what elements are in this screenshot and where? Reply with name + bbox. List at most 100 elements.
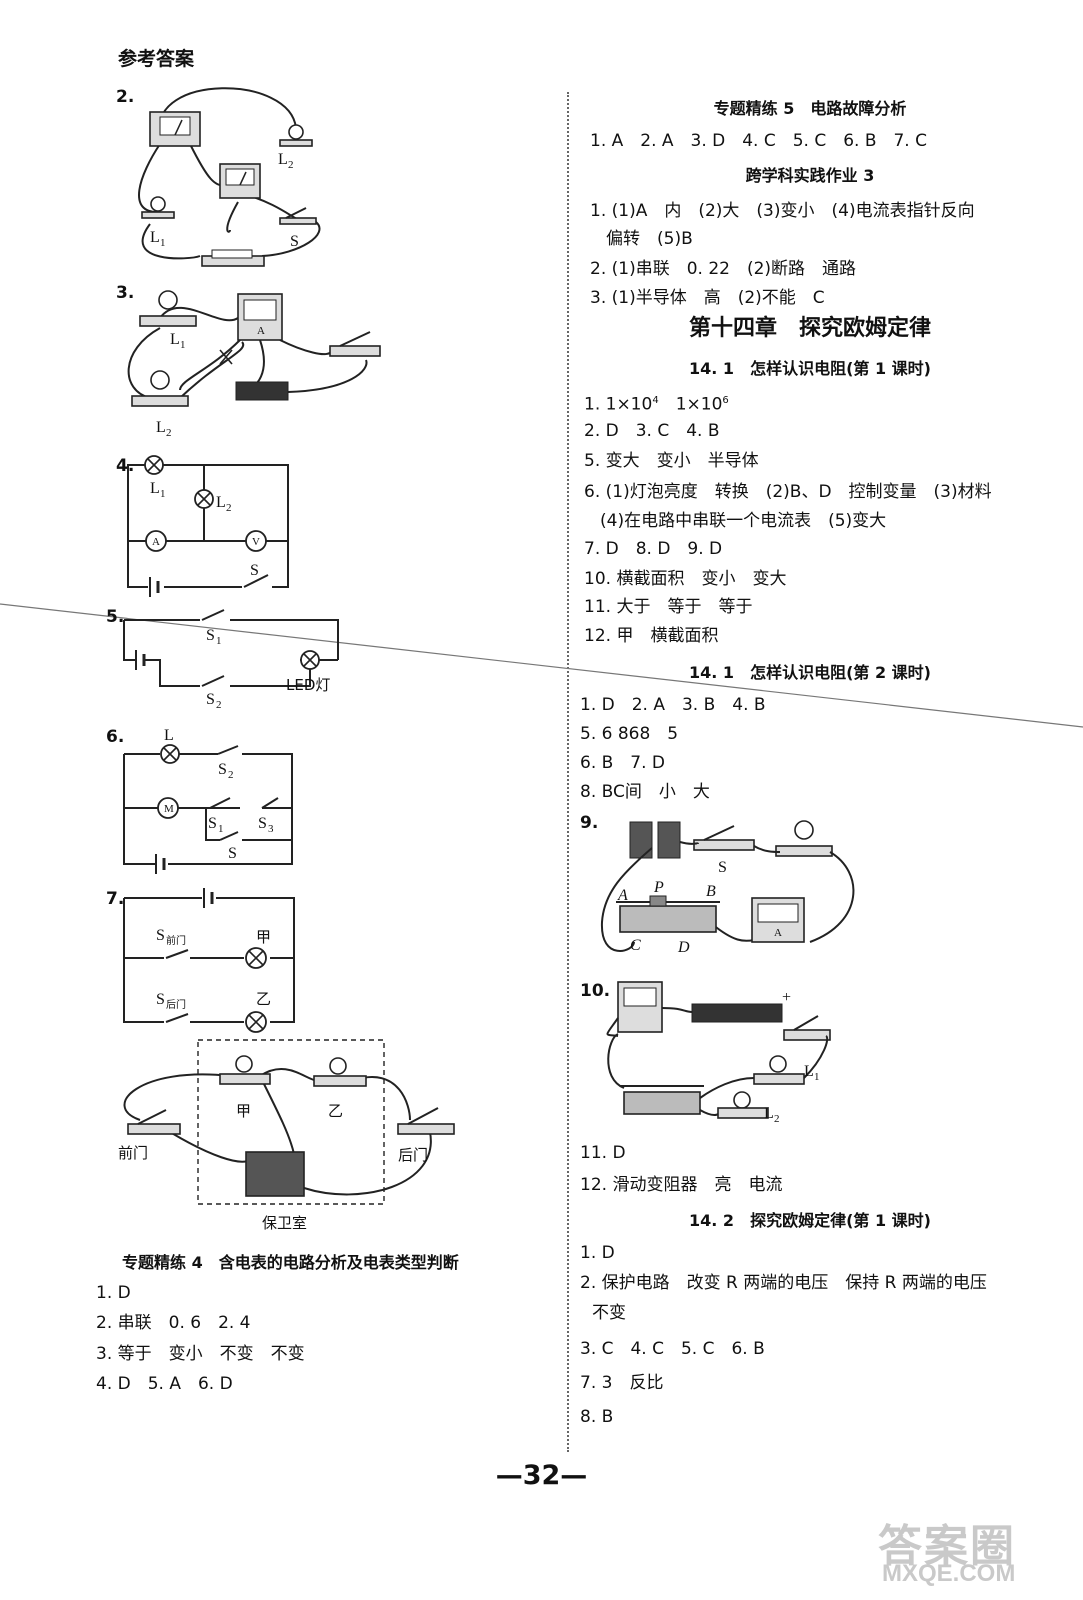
question-number: 3. (116, 283, 135, 303)
answer-line: 7. D 8. D 9. D (584, 539, 723, 559)
svg-text:A: A (617, 887, 628, 904)
answer-line: 偏转 (5)B (606, 229, 693, 249)
answer-line: 10. 横截面积 变小 变大 (584, 569, 787, 589)
svg-text:D: D (677, 939, 690, 956)
section-title: 专题精练 4 含电表的电路分析及电表类型判断 (122, 1253, 459, 1272)
svg-text:2: 2 (774, 1113, 780, 1125)
answer-line: 3. (1)半导体 高 (2)不能 C (590, 288, 825, 308)
answer-line: 6. B 7. D (580, 753, 665, 773)
svg-text:甲: 甲 (236, 1102, 251, 1120)
svg-text:L: L (164, 727, 174, 744)
svg-text:+: + (782, 989, 791, 1006)
answer-line: 1. (1)A 内 (2)大 (3)变小 (4)电流表指针反向 (590, 201, 975, 221)
svg-text:后门: 后门 (398, 1146, 428, 1164)
svg-text:2: 2 (216, 699, 222, 711)
svg-text:S: S (156, 927, 165, 944)
svg-text:L: L (150, 480, 160, 497)
svg-text:S: S (206, 691, 215, 708)
svg-text:2: 2 (228, 769, 234, 781)
answer-line: 2. 保护电路 改变 R 两端的电压 保持 R 两端的电压 (580, 1273, 987, 1293)
answer-line: 5. 6 868 5 (580, 724, 679, 744)
svg-text:甲: 甲 (256, 928, 271, 946)
svg-text:前门: 前门 (118, 1144, 148, 1162)
answer-line: 1. A 2. A 3. D 4. C 5. C 6. B 7. C (590, 131, 927, 151)
chapter-title: 第十四章 探究欧姆定律 (688, 316, 931, 341)
svg-text:1: 1 (180, 339, 186, 351)
answer-line: (4)在电路中串联一个电流表 (5)变大 (600, 511, 887, 531)
svg-text:L: L (150, 229, 160, 246)
svg-text:L: L (278, 151, 288, 168)
answer-line: 1. D (580, 1243, 615, 1263)
svg-text:2: 2 (288, 159, 294, 171)
answer-line: 8. BC间 小 大 (580, 782, 710, 802)
question-number: 2. (116, 87, 135, 107)
lesson-title: 14. 1 怎样认识电阻(第 2 课时) (689, 663, 931, 682)
answer-line: 1. 1×104 1×106 (584, 394, 729, 415)
question-number: 7. (106, 889, 125, 909)
svg-text:乙: 乙 (256, 990, 271, 1008)
svg-text:V: V (252, 536, 260, 548)
answer-line: 5. 变大 变小 半导体 (584, 451, 759, 471)
svg-text:A: A (257, 325, 265, 337)
question-number: 6. (106, 727, 125, 747)
svg-text:S: S (290, 233, 299, 250)
answer-line: 12. 甲 横截面积 (584, 626, 719, 646)
answer-line: 1. D 2. A 3. B 4. B (580, 695, 766, 715)
circuit-diagram-q7-wiring: 甲 乙 前门 后门 保卫室 (118, 1039, 455, 1232)
answer-line: 1. D (96, 1283, 131, 1303)
column-divider (567, 92, 569, 1452)
svg-text:1: 1 (160, 488, 166, 500)
svg-text:S: S (218, 761, 227, 778)
svg-text:S: S (156, 991, 165, 1008)
answer-line: 9. (580, 813, 599, 833)
answer-line: 12. 滑动变阻器 亮 电流 (580, 1175, 783, 1195)
svg-text:L: L (764, 1105, 774, 1122)
svg-text:S: S (718, 859, 727, 876)
svg-text:1: 1 (814, 1071, 820, 1083)
svg-text:M: M (164, 803, 174, 815)
answer-line: 11. D (580, 1143, 626, 1163)
page-number: —32— (495, 1460, 588, 1491)
lesson-title: 14. 2 探究欧姆定律(第 1 课时) (689, 1211, 931, 1230)
svg-text:1: 1 (160, 237, 166, 249)
svg-text:S: S (208, 815, 217, 832)
svg-text:前门: 前门 (166, 934, 186, 947)
svg-text:2: 2 (166, 427, 172, 439)
svg-text:B: B (706, 883, 716, 900)
question-number: 5. (106, 607, 125, 627)
svg-text:S: S (228, 845, 237, 862)
answer-line: 2. 串联 0. 6 2. 4 (96, 1313, 251, 1333)
svg-text:S: S (206, 627, 215, 644)
answer-line: 7. 3 反比 (580, 1373, 664, 1393)
answer-line: 11. 大于 等于 等于 (584, 597, 753, 617)
svg-text:P: P (653, 879, 664, 896)
answer-line: 2. D 3. C 4. B (584, 421, 720, 441)
svg-text:2: 2 (226, 502, 232, 514)
page-title: 参考答案 (118, 48, 195, 70)
svg-text:LED灯: LED灯 (286, 676, 330, 694)
circuit-diagram-q9: A A P B C D S (600, 820, 855, 956)
svg-text:S: S (250, 562, 259, 579)
svg-text:乙: 乙 (328, 1102, 343, 1120)
svg-text:后门: 后门 (166, 998, 186, 1011)
svg-text:保卫室: 保卫室 (262, 1214, 307, 1232)
question-number: 4. (116, 456, 135, 476)
svg-text:S: S (258, 815, 267, 832)
answer-line: 4. D 5. A 6. D (96, 1374, 233, 1394)
answer-line: 3. 等于 变小 不变 不变 (96, 1344, 305, 1364)
svg-text:C: C (630, 937, 641, 954)
answer-line: 不变 (592, 1303, 626, 1323)
answer-line: 3. C 4. C 5. C 6. B (580, 1339, 765, 1359)
svg-text:A: A (152, 536, 160, 548)
svg-text:L: L (170, 331, 180, 348)
watermark-logo: 答案圈 MXQE.COM (878, 1521, 1016, 1587)
section-title: 专题精练 5 电路故障分析 (713, 99, 907, 118)
section-title: 跨学科实践作业 3 (745, 166, 875, 185)
